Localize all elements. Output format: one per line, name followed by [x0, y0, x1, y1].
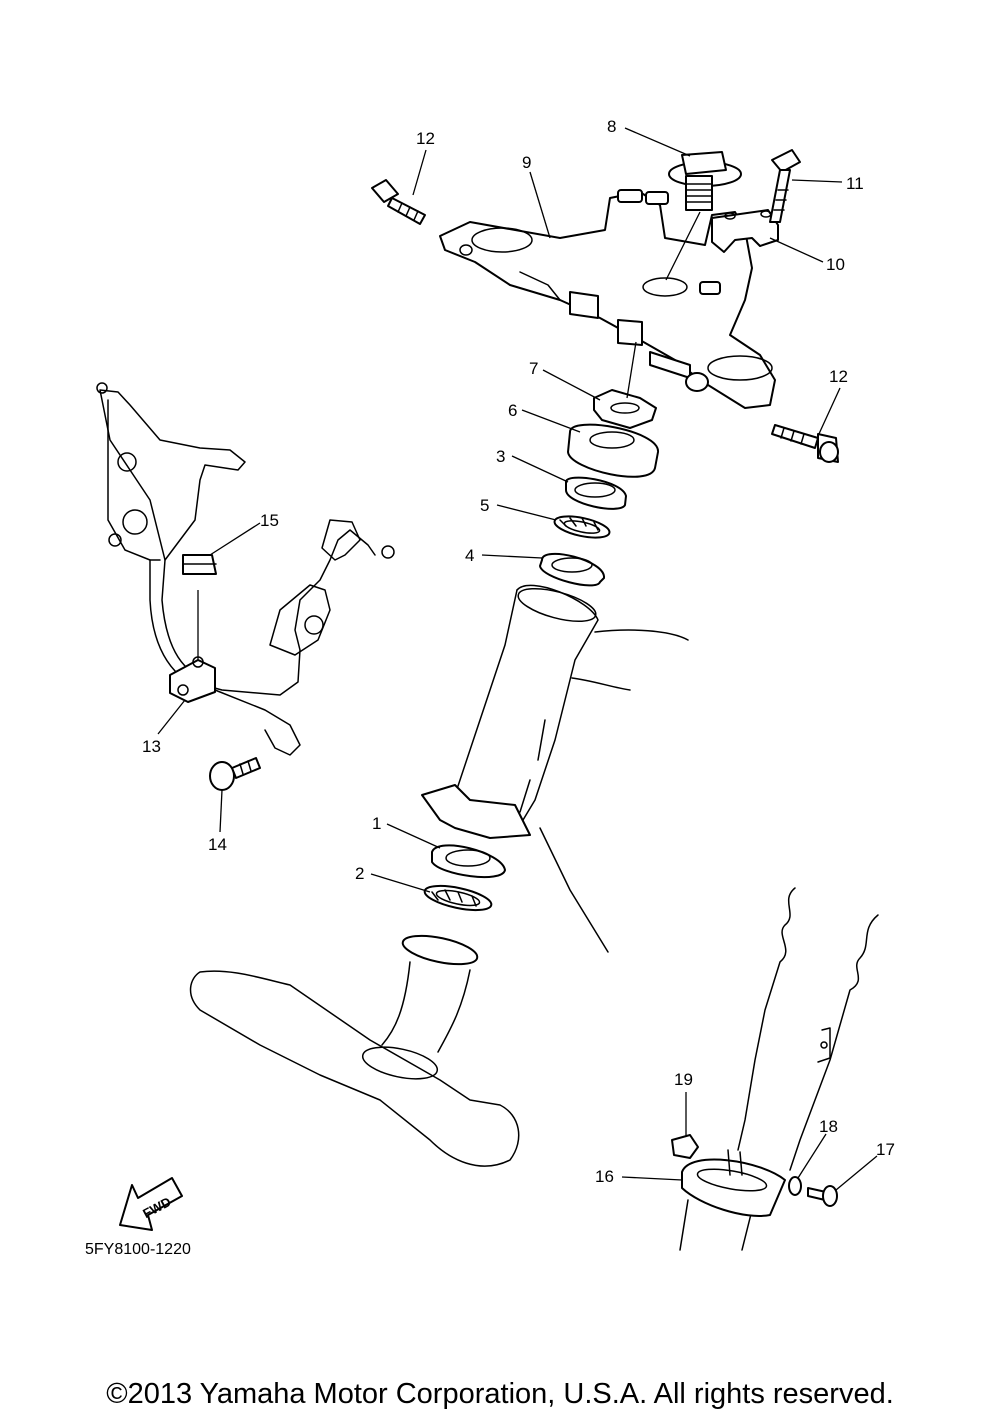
upper-ball-race-part: [565, 476, 627, 510]
callout-19: 19: [674, 1070, 693, 1089]
callout-7: 7: [529, 359, 538, 378]
upper-bracket-part: [439, 189, 776, 409]
front-fork-reference: [679, 887, 879, 1251]
leader-lines: [157, 127, 878, 1191]
callout-17: 17: [876, 1140, 895, 1159]
callout-12-top: 12: [416, 129, 435, 148]
callout-12-right: 12: [829, 367, 848, 386]
lower-race-part: [431, 844, 506, 878]
lower-bracket-steering-stem: [189, 934, 520, 1167]
grommet-part: [182, 554, 217, 575]
cable-guide-part: [681, 1149, 786, 1217]
callout-10: 10: [826, 255, 845, 274]
headlight-bracket-part: [96, 382, 395, 756]
ring-nut-part: [593, 389, 657, 429]
callout-5: 5: [480, 496, 489, 515]
callout-1: 1: [372, 814, 381, 833]
callout-16: 16: [595, 1167, 614, 1186]
bracket-bolt-part: [209, 757, 261, 791]
callout-labels: 12 9 8 11 10 12 7 6 3 5 4 15 13 1 14 2 1…: [142, 117, 895, 1186]
upper-bearing-part: [553, 515, 611, 539]
callout-18: 18: [819, 1117, 838, 1136]
guide-screw-part: [807, 1185, 838, 1207]
callout-11: 11: [846, 174, 864, 193]
callout-6: 6: [508, 401, 517, 420]
handlebar-holder-bolt-part: [769, 149, 801, 223]
nut-part: [671, 1134, 699, 1159]
callout-3: 3: [496, 447, 505, 466]
pinch-bolt-lower-part: [771, 424, 839, 463]
lower-bearing-part: [423, 884, 493, 912]
callout-15: 15: [260, 511, 279, 530]
copyright-notice: ©2013 Yamaha Motor Corporation, U.S.A. A…: [106, 1378, 894, 1410]
callout-13: 13: [142, 737, 161, 756]
upper-race-part: [539, 552, 606, 587]
callout-14: 14: [208, 835, 227, 854]
forward-direction-arrow: FWD: [119, 1177, 183, 1231]
callout-8: 8: [607, 117, 616, 136]
diagram-code: 5FY8100-1220: [85, 1241, 191, 1258]
steering-stem-bolt-part: [668, 151, 742, 211]
washer-part: [788, 1176, 802, 1196]
callout-2: 2: [355, 864, 364, 883]
bearing-cover-part: [567, 423, 660, 478]
callout-4: 4: [465, 546, 474, 565]
pinch-bolt-upper-part: [371, 179, 426, 225]
frame-head-pipe: [421, 584, 689, 953]
callout-9: 9: [522, 153, 531, 172]
